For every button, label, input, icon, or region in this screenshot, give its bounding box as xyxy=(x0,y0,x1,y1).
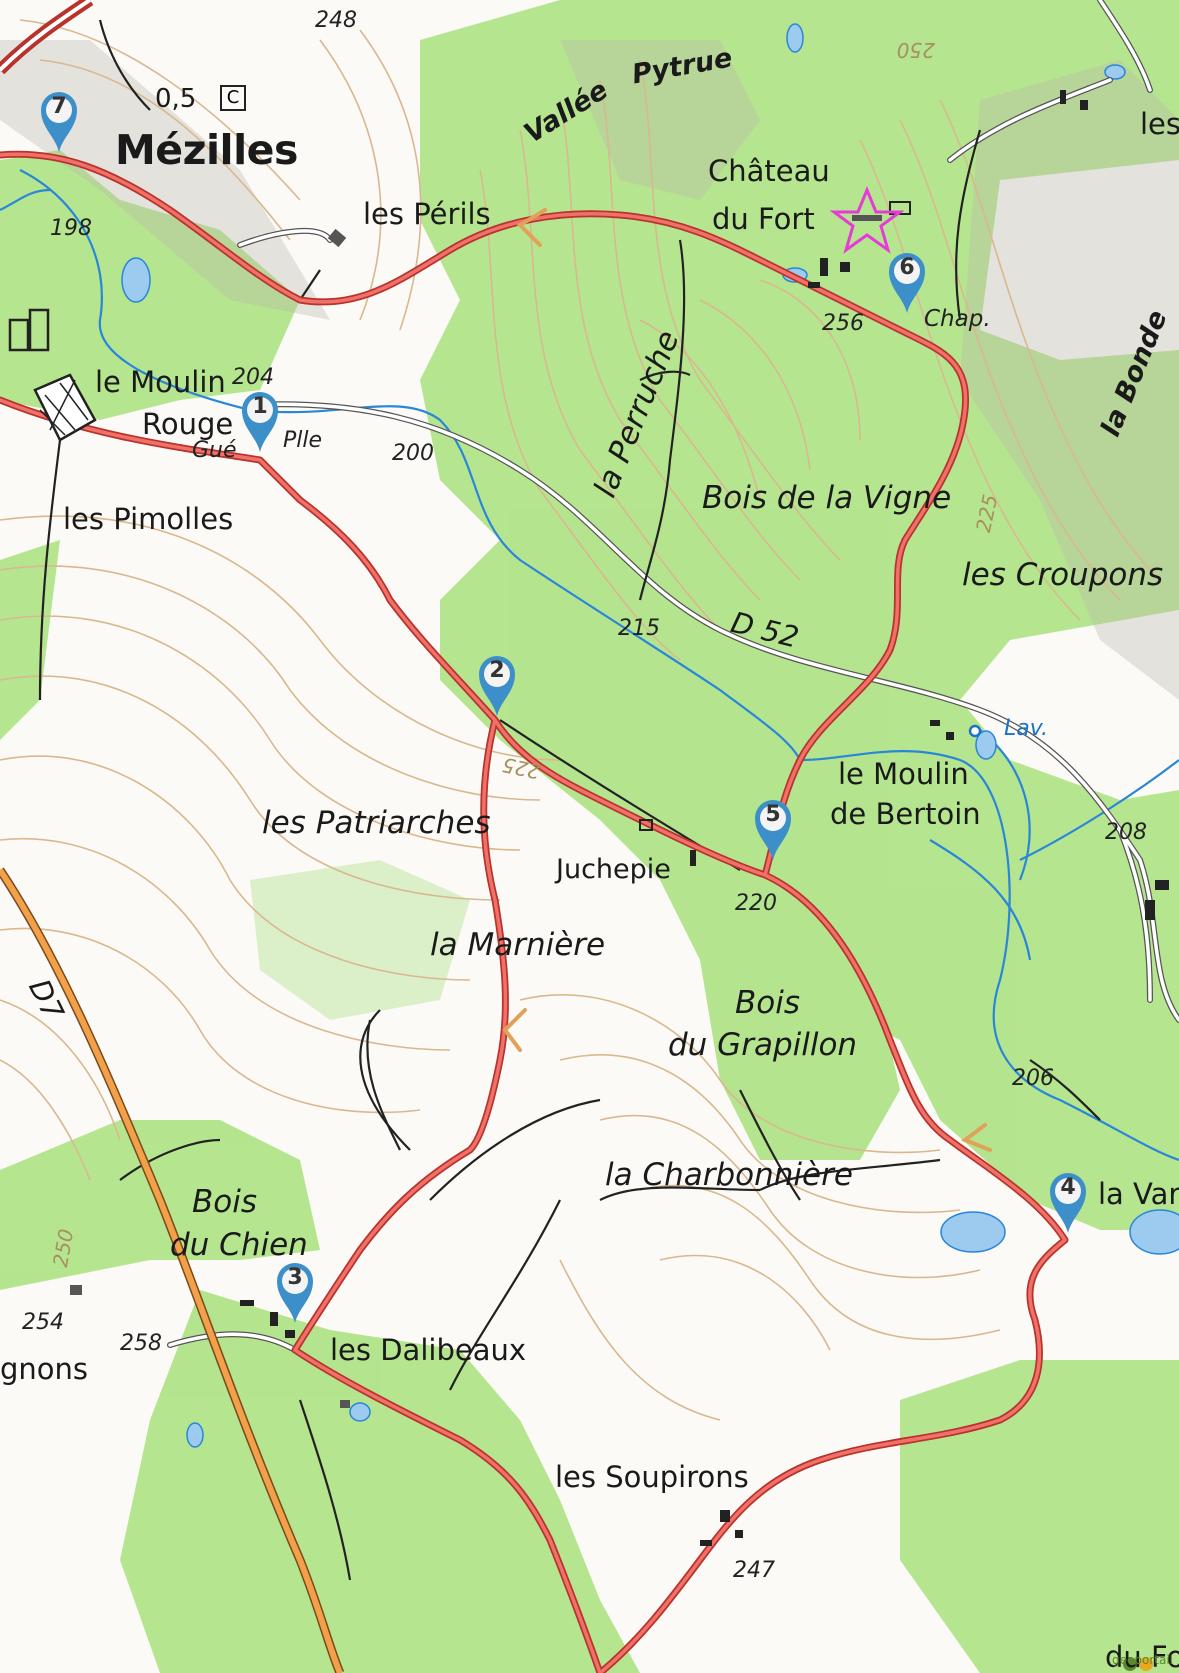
altitude-256: 256 xyxy=(822,311,864,336)
geoportail-credit: geoportail xyxy=(1112,1653,1173,1667)
place-moulin-bertoin-1: le Moulin xyxy=(838,757,969,791)
place-les-soupirons: les Soupirons xyxy=(555,1460,749,1494)
waypoint-number: 4 xyxy=(1060,1175,1076,1200)
town-label-mezilles: Mézilles xyxy=(115,126,298,174)
altitude-258: 258 xyxy=(120,1331,162,1356)
route-direction-chevron-icon xyxy=(502,208,992,1152)
lavoir-icon xyxy=(968,724,982,738)
road-d7 xyxy=(0,867,345,1673)
scale-c-box: C xyxy=(220,85,246,111)
cemetery-area xyxy=(33,373,97,442)
place-les-perils: les Périls xyxy=(363,197,491,231)
place-les-patriarches: les Patriarches xyxy=(262,805,491,841)
waypoint-marker-6[interactable]: 6 xyxy=(883,245,931,315)
altitude-198: 198 xyxy=(50,216,92,241)
place-lav: Lav. xyxy=(1004,716,1048,741)
place-chateau-line1: Château xyxy=(708,154,830,188)
place-gnons: gnons xyxy=(0,1352,89,1386)
scale-value-label: 0,5 xyxy=(155,84,197,114)
place-chateau-line2: du Fort xyxy=(712,202,815,236)
place-bois-grapillon-1: Bois xyxy=(735,985,800,1021)
waypoint-number: 5 xyxy=(765,802,781,827)
place-chap: Chap. xyxy=(924,306,991,332)
waypoint-number: 2 xyxy=(489,658,505,683)
place-moulin-rouge-2: Rouge xyxy=(142,407,234,441)
star-icon xyxy=(829,186,905,254)
place-les-croupons: les Croupons xyxy=(962,557,1164,593)
waypoint-marker-1[interactable]: 1 xyxy=(236,384,284,454)
place-moulin-bertoin-2: de Bertoin xyxy=(830,797,981,831)
place-la-charbonniere: la Charbonnière xyxy=(605,1157,853,1193)
waypoint-number: 7 xyxy=(51,94,67,119)
place-gue: Gué xyxy=(192,438,237,463)
waypoint-number: 3 xyxy=(287,1265,303,1290)
place-du-fo: du Fo xyxy=(1105,1640,1179,1673)
altitude-208: 208 xyxy=(1105,820,1147,845)
place-juchepie: Juchepie xyxy=(556,854,671,885)
buildings xyxy=(8,90,1169,1546)
geoportail-logo-icon xyxy=(1123,1657,1153,1671)
place-la-vare: la Vare xyxy=(1098,1177,1179,1211)
waypoint-marker-2[interactable]: 2 xyxy=(473,648,521,718)
hiking-route xyxy=(0,150,1069,1673)
waypoint-marker-3[interactable]: 3 xyxy=(271,1255,319,1325)
road-top-left xyxy=(0,0,94,75)
altitude-220: 220 xyxy=(735,891,777,916)
altitude-250-a: 250 xyxy=(896,38,935,62)
place-plle: Plle xyxy=(283,428,323,453)
waypoint-marker-7[interactable]: 7 xyxy=(35,84,83,154)
altitude-248: 248 xyxy=(315,8,357,33)
waypoint-number: 1 xyxy=(252,394,268,419)
place-bois-du-chien-1: Bois xyxy=(192,1184,257,1220)
hill-shading xyxy=(0,40,1179,700)
altitude-200: 200 xyxy=(392,441,434,466)
minor-roads xyxy=(167,0,1179,1353)
tracks xyxy=(38,19,1101,1581)
ponds xyxy=(121,23,1179,1448)
place-les-pimolles: les Pimolles xyxy=(63,502,234,536)
place-les-top-right: les xyxy=(1140,107,1179,141)
altitude-254: 254 xyxy=(22,1310,64,1335)
altitude-250-b: 250 xyxy=(48,1227,79,1269)
waypoint-number: 6 xyxy=(899,255,915,280)
place-la-marniere: la Marnière xyxy=(430,927,606,963)
altitude-215: 215 xyxy=(618,616,660,641)
altitude-247: 247 xyxy=(733,1558,775,1583)
waypoint-marker-5[interactable]: 5 xyxy=(749,792,797,862)
place-moulin-rouge-1: le Moulin xyxy=(95,365,226,399)
place-les-dalibeaux: les Dalibeaux xyxy=(330,1333,527,1367)
waypoint-marker-4[interactable]: 4 xyxy=(1044,1165,1092,1235)
contour-lines xyxy=(0,19,1161,1421)
place-bois-du-chien-2: du Chien xyxy=(170,1227,308,1263)
place-bois-grapillon-2: du Grapillon xyxy=(668,1027,858,1063)
altitude-206: 206 xyxy=(1012,1066,1054,1091)
altitude-204: 204 xyxy=(232,365,274,390)
place-bois-de-la-vigne: Bois de la Vigne xyxy=(702,480,952,516)
